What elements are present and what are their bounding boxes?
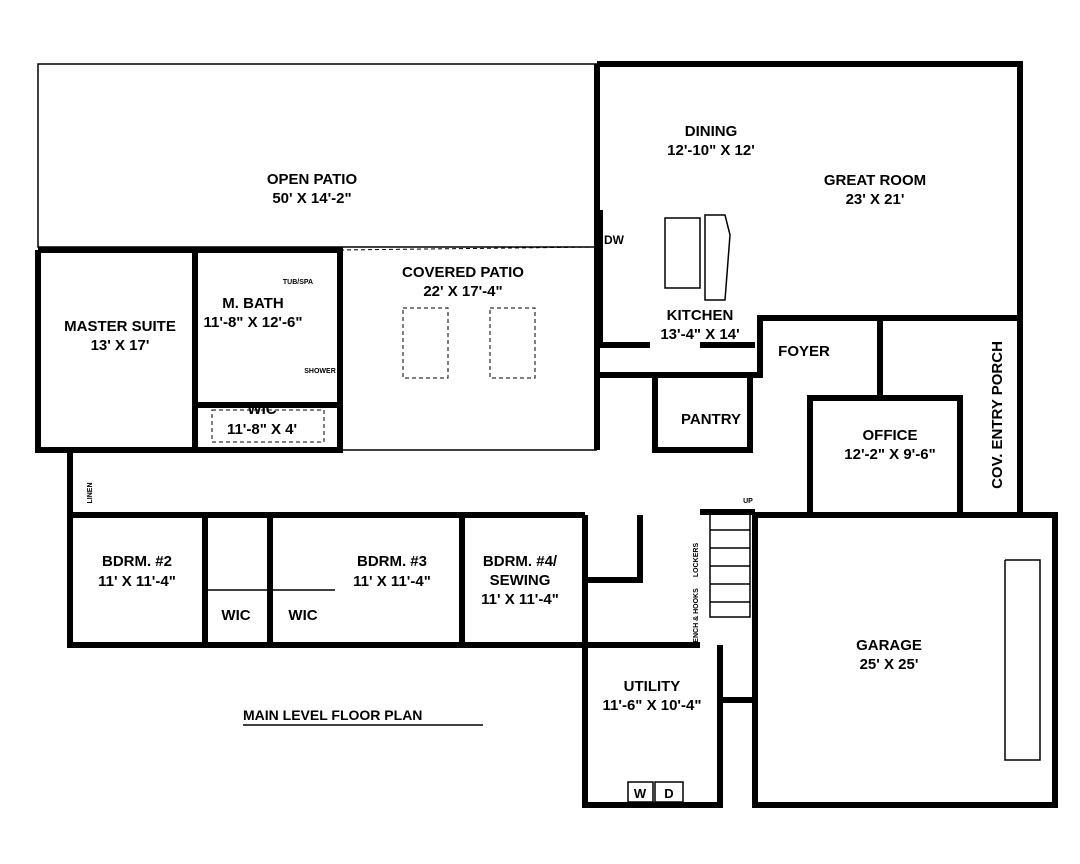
room-name: GREAT ROOM — [824, 172, 926, 189]
room-name: WIC — [288, 607, 317, 624]
room-size: 11'-6" X 10'-4" — [603, 697, 702, 714]
room-size: 11' X 11'-4" — [481, 591, 559, 608]
room-name: OPEN PATIO — [267, 171, 358, 188]
washer — [627, 781, 654, 803]
room-name: BDRM. #4/ — [483, 553, 558, 570]
room-size: 50' X 14'-2" — [272, 190, 351, 207]
plan-title: MAIN LEVEL FLOOR PLAN — [243, 707, 422, 723]
room-name: WIC — [247, 401, 276, 418]
room-size: 11'-8" X 4' — [227, 421, 297, 438]
shower-label: SHOWER — [304, 368, 336, 375]
room-size: 12'-2" X 9'-6" — [844, 446, 935, 463]
room-name: KITCHEN — [667, 307, 734, 324]
room-name: OFFICE — [863, 427, 918, 444]
room-size: 11' X 11'-4" — [98, 573, 176, 590]
room-name: M. BATH — [222, 295, 283, 312]
room-size: 13' X 17' — [91, 337, 150, 354]
dryer — [654, 781, 684, 803]
room-name: UTILITY — [624, 678, 681, 695]
patio-column — [402, 307, 449, 379]
lockers-label: LOCKERS — [693, 543, 700, 578]
room-name: FOYER — [778, 343, 830, 360]
room-size: 12'-10" X 12' — [667, 142, 755, 159]
open-patio-outline — [37, 63, 598, 248]
room-name: PANTRY — [681, 411, 741, 428]
kitchen-bar — [704, 214, 731, 301]
dishwasher-label: DW — [604, 233, 625, 247]
room-name: BDRM. #2 — [102, 553, 172, 570]
room-name: SEWING — [490, 572, 551, 589]
washer-label: W — [634, 786, 647, 801]
room-name: COVERED PATIO — [402, 264, 524, 281]
room-name: GARAGE — [856, 637, 922, 654]
room-size: 22' X 17'-4" — [423, 283, 502, 300]
dryer-label: D — [664, 786, 673, 801]
kitchen-island — [664, 217, 701, 289]
linen-label: LINEN — [87, 483, 94, 504]
room-size: 13'-4" X 14' — [660, 326, 739, 343]
walls — [35, 61, 1058, 808]
tub-label: TUB/SPA — [283, 279, 313, 286]
stair-up-label: UP — [743, 498, 753, 505]
room-size: 23' X 21' — [846, 191, 905, 208]
room-size: 11' X 11'-4" — [353, 573, 431, 590]
stairs — [709, 511, 751, 618]
bench-label: BENCH & HOOKS — [693, 588, 700, 648]
room-name: MASTER SUITE — [64, 318, 176, 335]
room-name: WIC — [221, 607, 250, 624]
patio-column — [489, 307, 536, 379]
room-name: DINING — [685, 123, 738, 140]
room-size: 11'-8" X 12'-6" — [204, 314, 303, 331]
wic-shelf — [211, 409, 325, 443]
room-size: 25' X 25' — [860, 656, 919, 673]
room-name: BDRM. #3 — [357, 553, 427, 570]
room-name: COV. ENTRY PORCH — [989, 341, 1006, 489]
